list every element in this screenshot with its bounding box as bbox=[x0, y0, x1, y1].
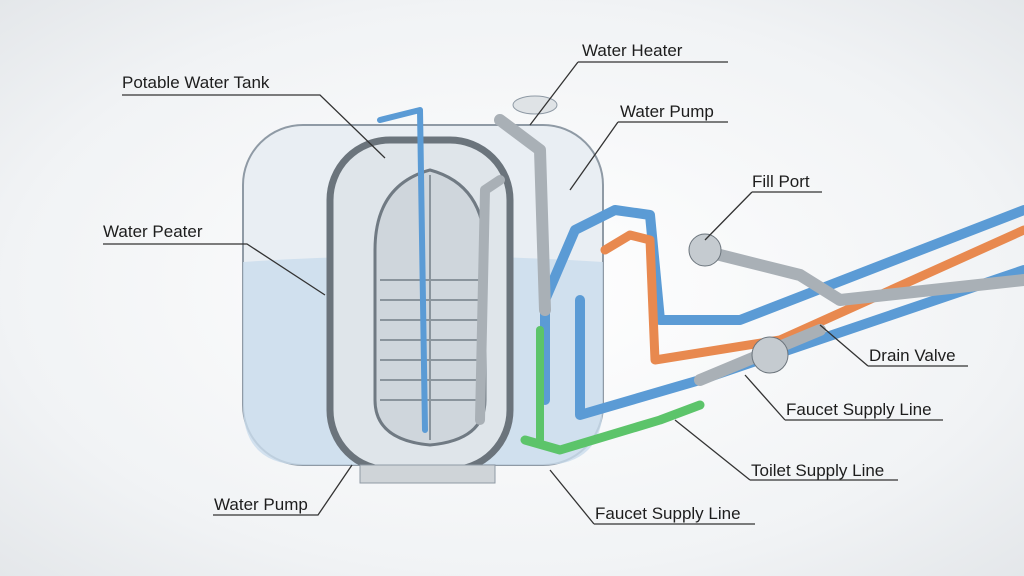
label-water-pump-top: Water Pump bbox=[620, 102, 714, 121]
pump-body bbox=[688, 233, 722, 267]
drain-valve-body bbox=[751, 336, 789, 374]
label-fill-port: Fill Port bbox=[752, 172, 810, 191]
label-water-peater: Water Peater bbox=[103, 222, 203, 241]
pipes bbox=[377, 107, 1024, 455]
label-water-pump-bottom: Water Pump bbox=[214, 495, 308, 514]
heater-cap bbox=[512, 95, 558, 115]
leader-lines bbox=[103, 61, 968, 525]
label-potable-water-tank: Potable Water Tank bbox=[122, 73, 270, 92]
label-faucet-supply-line-bottom: Faucet Supply Line bbox=[595, 504, 741, 523]
label-drain-valve: Drain Valve bbox=[869, 346, 956, 365]
label-water-heater: Water Heater bbox=[582, 41, 683, 60]
label-faucet-supply-line-right: Faucet Supply Line bbox=[786, 400, 932, 419]
label-toilet-supply-line: Toilet Supply Line bbox=[751, 461, 885, 480]
